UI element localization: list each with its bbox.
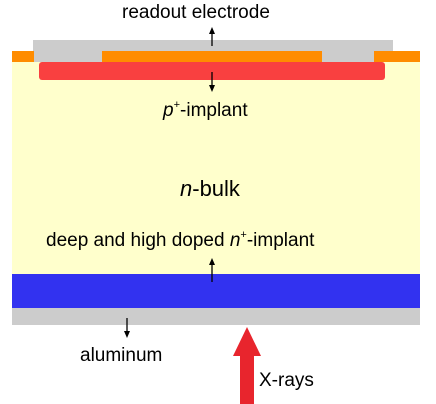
- xrays-label: X-rays: [259, 370, 314, 391]
- n-implant-layer: [12, 274, 420, 308]
- xray-arrow-icon: [233, 327, 261, 404]
- readout-electrode-label: readout electrode: [122, 2, 270, 23]
- aluminum-gap-left: [34, 51, 102, 62]
- deep-implant-suffix: -implant: [246, 230, 315, 251]
- deep-implant-label: deep and high doped n+-implant: [46, 229, 315, 251]
- aluminum-label: aluminum: [80, 345, 163, 366]
- top-aluminum-layer: [33, 40, 393, 51]
- deep-implant-sup: +: [240, 229, 247, 241]
- orange-layer-right: [374, 51, 420, 62]
- p-implant-label: p+-implant: [163, 99, 248, 121]
- n-bulk-prefix: n: [180, 176, 193, 201]
- deep-implant-n: n: [229, 230, 241, 251]
- bottom-aluminum-layer: [12, 308, 420, 325]
- arrow-up-readout-icon: [209, 27, 215, 46]
- arrow-up-n-implant-icon: [209, 258, 215, 282]
- p-implant-suffix: -implant: [180, 100, 248, 121]
- arrow-down-aluminum-icon: [124, 318, 130, 338]
- n-bulk-suffix: -bulk: [192, 176, 240, 201]
- n-bulk-label: n-bulk: [180, 178, 240, 200]
- p-implant-layer: [39, 62, 385, 80]
- n-bulk-region: [12, 62, 420, 274]
- aluminum-gap-right: [322, 51, 374, 62]
- arrow-down-p-implant-icon: [209, 72, 215, 92]
- orange-layer-left: [12, 51, 34, 62]
- p-implant-sup: +: [173, 99, 181, 111]
- orange-layer-center: [102, 51, 322, 62]
- deep-implant-prefix: deep and high doped: [46, 230, 230, 251]
- p-implant-prefix: p: [163, 100, 174, 121]
